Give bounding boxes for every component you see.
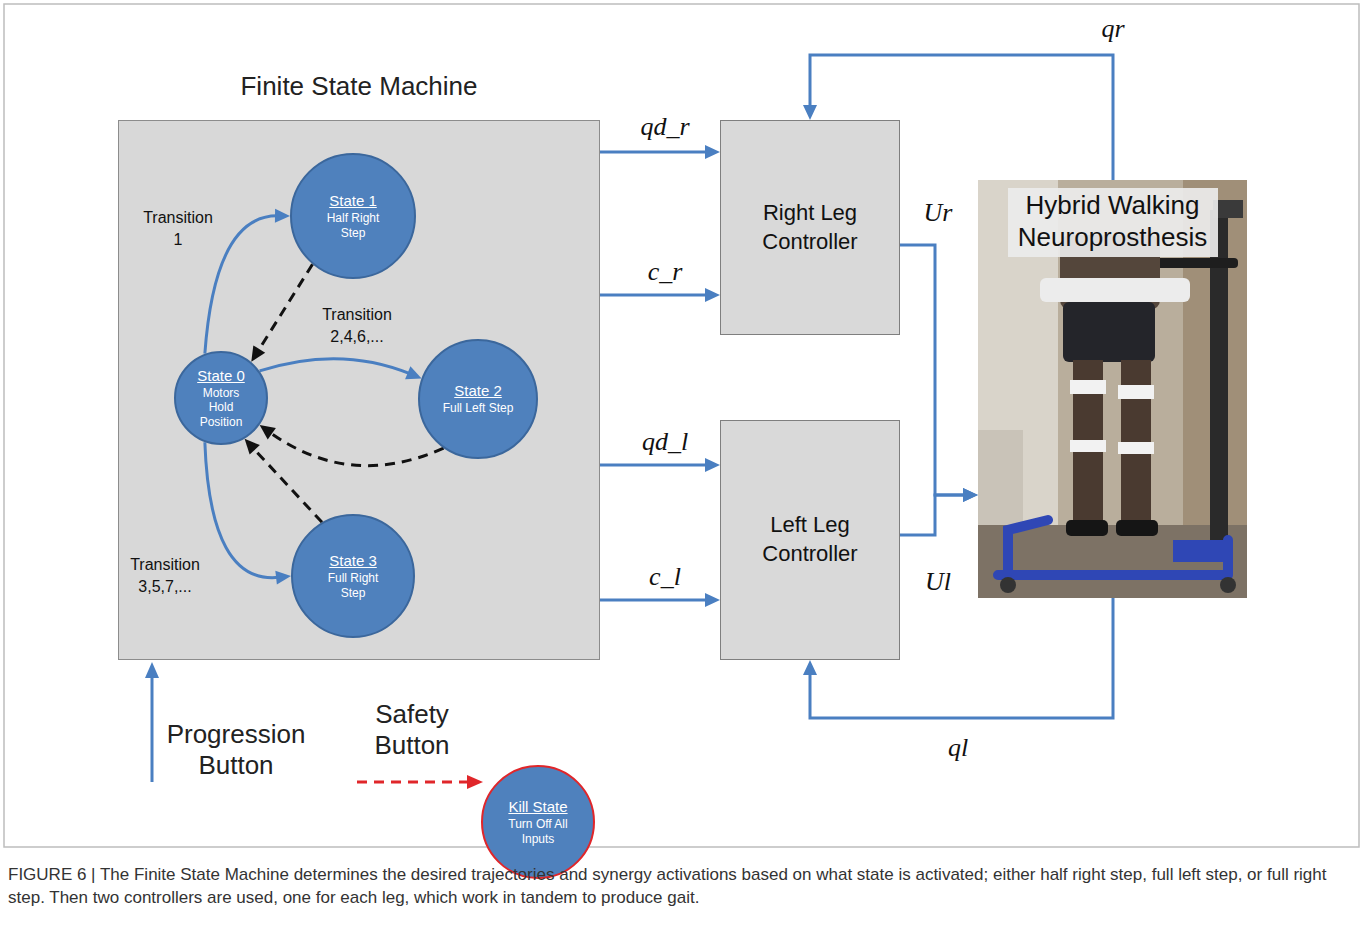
state-name: State 3 — [315, 552, 392, 570]
controller-box: Left Leg Controller — [720, 420, 900, 660]
input-button-label: Safety Button — [347, 699, 477, 761]
device-photo-node: Hybrid Walking Neuroprosthesis — [978, 180, 1247, 598]
state-description: Turn Off All Inputs — [503, 817, 574, 846]
flow-arrow — [260, 359, 422, 380]
kill-state-circle: Kill StateTurn Off All Inputs — [481, 765, 595, 879]
safety-arrow — [357, 775, 483, 789]
flow-arrow — [900, 245, 978, 502]
fsm-fill — [118, 120, 600, 660]
state-text: State 0Motors Hold Position — [192, 367, 249, 429]
signal-name: ql — [948, 733, 968, 763]
flow-arrow — [600, 458, 720, 472]
flow-arrow — [205, 209, 290, 354]
transition-label: Transition 1 — [137, 207, 219, 252]
return-arrow — [260, 425, 444, 466]
progression-arrow — [145, 662, 159, 782]
device-name: Hybrid Walking Neuroprosthesis — [1008, 188, 1218, 257]
signal-name: qd_r — [640, 112, 689, 142]
state-name: State 1 — [314, 192, 392, 210]
signal-name: Ul — [925, 567, 951, 597]
state-name: Kill State — [503, 798, 574, 816]
state-description: Full Left Step — [443, 401, 514, 415]
state-text: Kill StateTurn Off All Inputs — [503, 798, 574, 846]
state-text: State 3Full Right Step — [315, 552, 392, 600]
signal-name: c_r — [648, 257, 683, 287]
figure-frame — [4, 4, 1359, 847]
state-circle: State 0Motors Hold Position — [174, 351, 268, 445]
transition-label: Transition 2,4,6,... — [311, 304, 403, 349]
state-circle: State 1Half Right Step — [290, 153, 416, 279]
return-arrow — [245, 439, 322, 522]
controller-name: Left Leg Controller — [732, 511, 888, 568]
state-circle: State 3Full Right Step — [291, 514, 415, 638]
state-description: Half Right Step — [314, 211, 392, 240]
signal-name: Ur — [924, 198, 953, 228]
flow-arrow — [600, 593, 720, 607]
state-name: State 0 — [192, 367, 249, 385]
flow-arrow — [900, 488, 978, 535]
signal-name: qd_l — [642, 427, 688, 457]
transition-label: Transition 3,5,7,... — [119, 554, 211, 599]
state-text: State 2Full Left Step — [443, 382, 514, 415]
input-button-label: Progression Button — [161, 719, 311, 781]
controller-name: Right Leg Controller — [732, 199, 888, 256]
signal-name: qr — [1101, 14, 1124, 44]
figure-caption: FIGURE 6 | The Finite State Machine dete… — [8, 864, 1353, 910]
state-name: State 2 — [443, 382, 514, 400]
flow-arrow — [205, 442, 291, 584]
return-arrow — [251, 264, 312, 362]
box-heading: Finite State Machine — [79, 71, 639, 102]
flow-arrow — [600, 288, 720, 302]
signal-name: c_l — [649, 562, 681, 592]
state-circle: State 2Full Left Step — [418, 339, 538, 459]
state-description: Full Right Step — [315, 571, 392, 600]
state-description: Motors Hold Position — [192, 386, 249, 429]
controller-box: Right Leg Controller — [720, 120, 900, 335]
flow-arrow — [600, 145, 720, 159]
state-text: State 1Half Right Step — [314, 192, 392, 240]
